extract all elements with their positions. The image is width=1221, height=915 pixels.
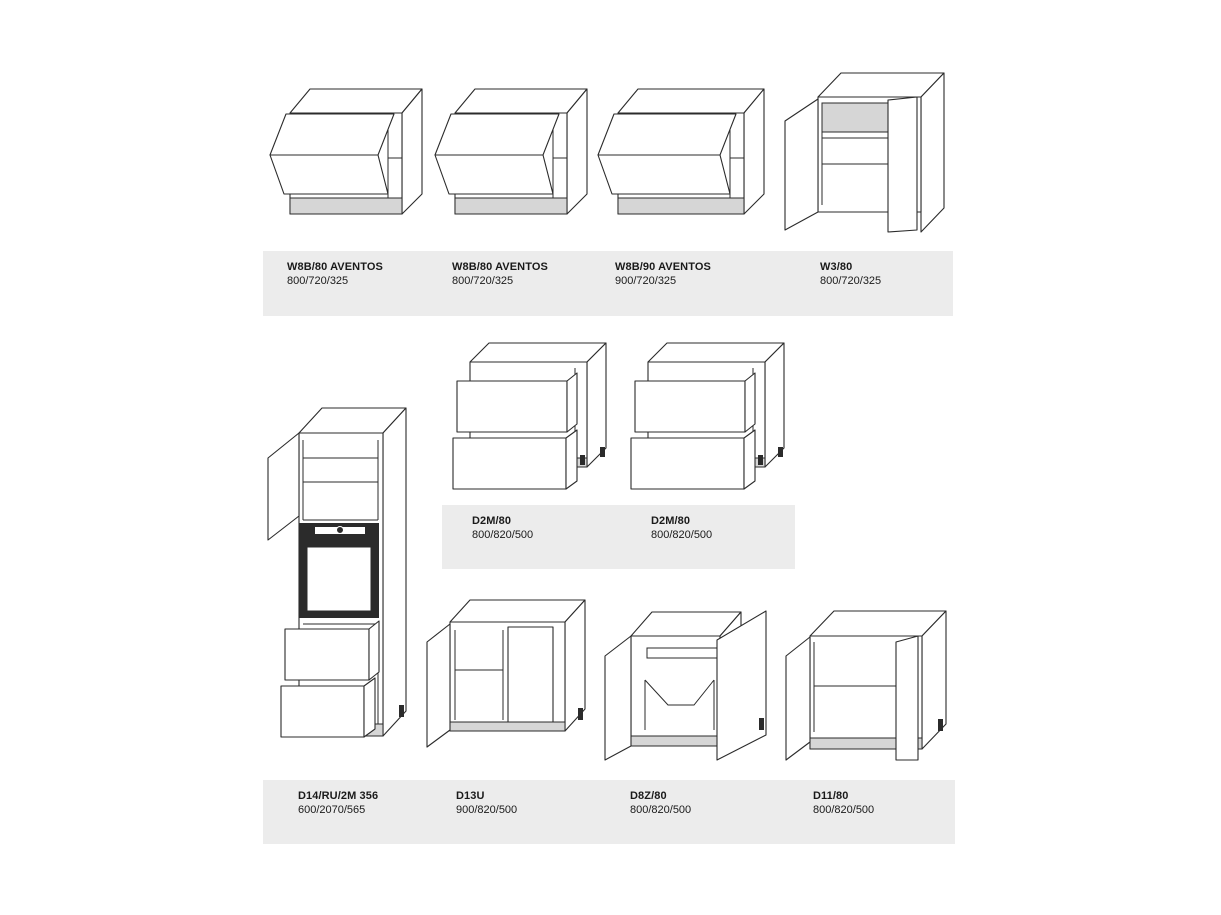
label-band-bottom xyxy=(263,780,955,844)
cabinet-dimensions: 800/820/500 xyxy=(813,804,875,816)
cabinet-code: D11/80 xyxy=(813,790,849,802)
cabinet-code: W8B/90 AVENTOS xyxy=(615,261,711,273)
cabinet-dimensions: 800/820/500 xyxy=(630,804,692,816)
label-d2m-80-2: D2M/80 800/820/500 xyxy=(651,514,712,542)
cabinet-d14-ru-2m-356-drawing xyxy=(267,407,407,738)
cabinet-dimensions: 600/2070/565 xyxy=(298,804,366,816)
cabinet-code: D2M/80 xyxy=(472,515,512,527)
cabinet-code: D2M/80 xyxy=(651,515,691,527)
cabinet-d8z-80-drawing xyxy=(604,610,767,761)
cabinet-dimensions: 900/720/325 xyxy=(615,275,677,287)
cabinet-w8b-90-aventos-drawing xyxy=(597,88,765,215)
cabinet-dimensions: 800/720/325 xyxy=(287,275,349,287)
label-d14-ru-2m-356: D14/RU/2M 356 600/2070/565 xyxy=(298,789,378,817)
cabinet-dimensions: 800/720/325 xyxy=(820,275,882,287)
cabinet-code: W8B/80 AVENTOS xyxy=(287,261,383,273)
label-w3-80: W3/80 800/720/325 xyxy=(820,260,881,288)
cabinet-d11-80-drawing xyxy=(785,610,947,761)
cabinet-code: W3/80 xyxy=(820,261,853,273)
cabinet-code: D13U xyxy=(456,790,485,802)
label-d8z-80: D8Z/80 800/820/500 xyxy=(630,789,691,817)
label-w8b-80-aventos-2: W8B/80 AVENTOS 800/720/325 xyxy=(452,260,548,288)
cabinet-d2m-80-drawing-1 xyxy=(452,342,607,490)
cabinet-code: W8B/80 AVENTOS xyxy=(452,261,548,273)
label-band-middle xyxy=(442,505,795,569)
label-w8b-90-aventos: W8B/90 AVENTOS 900/720/325 xyxy=(615,260,711,288)
cabinet-code: D8Z/80 xyxy=(630,790,667,802)
label-d13u: D13U 900/820/500 xyxy=(456,789,517,817)
cabinet-w8b-80-aventos-drawing-2 xyxy=(434,88,588,215)
cabinet-w8b-80-aventos-drawing-1 xyxy=(269,88,423,215)
label-d11-80: D11/80 800/820/500 xyxy=(813,789,874,817)
cabinet-dimensions: 800/820/500 xyxy=(651,529,713,541)
cabinet-code: D14/RU/2M 356 xyxy=(298,790,379,802)
cabinet-dimensions: 800/820/500 xyxy=(472,529,534,541)
label-w8b-80-aventos-1: W8B/80 AVENTOS 800/720/325 xyxy=(287,260,383,288)
label-d2m-80-1: D2M/80 800/820/500 xyxy=(472,514,533,542)
cabinet-d2m-80-drawing-2 xyxy=(630,342,785,490)
cabinet-d13u-drawing xyxy=(426,599,586,748)
cabinet-w3-80-drawing xyxy=(784,72,945,233)
cabinet-dimensions: 800/720/325 xyxy=(452,275,514,287)
label-band-top xyxy=(263,251,953,316)
cabinet-dimensions: 900/820/500 xyxy=(456,804,518,816)
